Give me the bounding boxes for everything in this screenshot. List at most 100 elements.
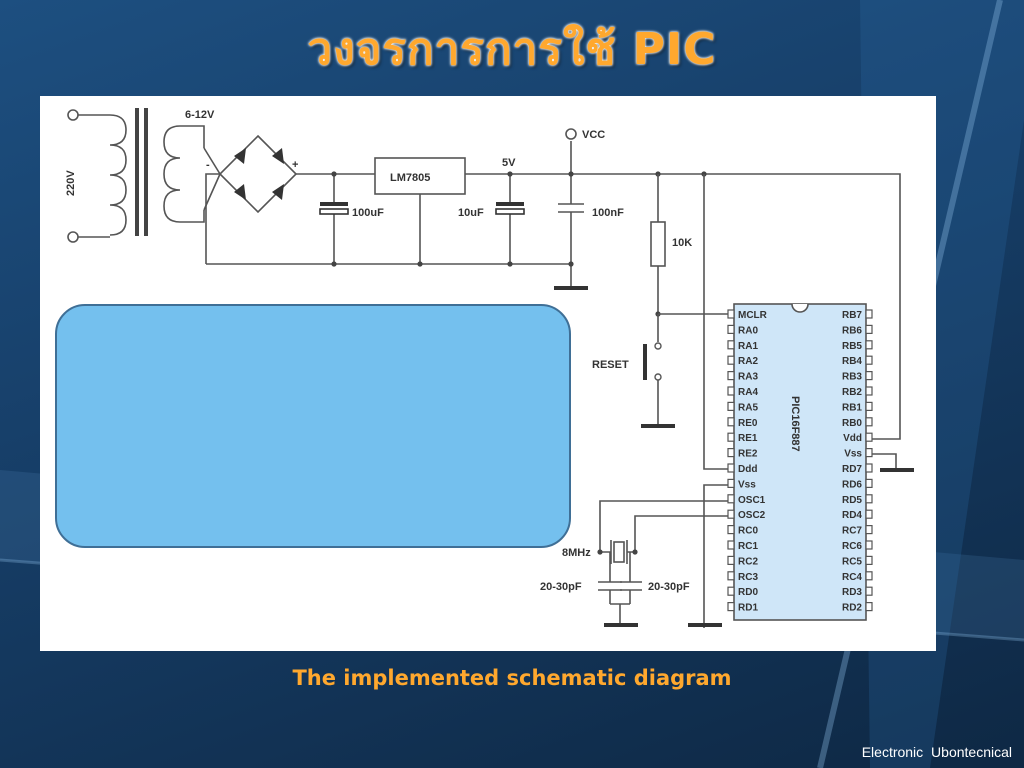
pin-label-left: RA0 [738, 325, 758, 336]
overlay-box [55, 304, 571, 548]
pin-stub-right [865, 309, 873, 319]
pin-stub-right [865, 340, 873, 350]
transformer-core [135, 108, 139, 236]
pin-label-right: RB5 [842, 341, 862, 352]
slide-title: วงจรการการใช้ PIC [307, 24, 717, 75]
pin-stub-right [865, 417, 873, 427]
pin-label-left: RD0 [738, 587, 758, 598]
resistor-label: 10K [672, 237, 692, 249]
pin-label-right: RC7 [842, 526, 862, 537]
mains-terminal-bottom [67, 231, 79, 243]
pin-stub-left [727, 340, 735, 350]
pin-label-right: RD2 [842, 603, 862, 614]
pin-label-left: RE2 [738, 449, 758, 460]
pin-stub-left [727, 417, 735, 427]
crystal-8MHz [613, 541, 625, 563]
pin-stub-right [865, 586, 873, 596]
pins-left: MCLRRA0RA1RA2RA3RA4RA5RE0RE1RE2DddVssOSC… [727, 309, 768, 614]
cap-right-label: 20-30pF [648, 581, 690, 593]
pin-label-right: RC5 [842, 556, 862, 567]
pin-stub-right [865, 432, 873, 442]
pin-label-right: RB4 [842, 356, 862, 367]
pin-stub-left [727, 586, 735, 596]
ground-supply [554, 286, 588, 290]
pin-stub-left [727, 525, 735, 535]
pins-right: RB7RB6RB5RB4RB3RB2RB1RB0VddVssRD7RD6RD5R… [842, 309, 873, 614]
pin-label-right: RB6 [842, 325, 862, 336]
pin-label-right: Vss [844, 449, 862, 460]
pin-stub-right [865, 386, 873, 396]
pin-stub-left [727, 432, 735, 442]
pin-stub-left [727, 478, 735, 488]
pin-label-left: MCLR [738, 310, 768, 321]
ground-vss [688, 623, 722, 627]
pin-stub-right [865, 448, 873, 458]
regulator-ic [374, 157, 466, 195]
pic-chip [733, 303, 867, 621]
pin-label-right: RB2 [842, 387, 862, 398]
pin-label-left: RA3 [738, 372, 758, 383]
pin-label-right: RD3 [842, 587, 862, 598]
pin-label-right: RB3 [842, 372, 862, 383]
pin-label-right: RB7 [842, 310, 862, 321]
capacitor-100uF [320, 202, 348, 206]
reset-switch [643, 344, 647, 380]
ground-osc [604, 623, 638, 627]
pin-label-left: RA5 [738, 402, 758, 413]
pin-stub-right [865, 571, 873, 581]
pin-stub-right [865, 525, 873, 535]
pin-stub-right [865, 494, 873, 504]
pin-label-right: RC6 [842, 541, 862, 552]
pin-stub-right [865, 602, 873, 612]
vcc-terminal [565, 128, 577, 140]
crystal-label: 8MHz [562, 547, 591, 559]
ground-right [880, 468, 914, 472]
regulator-label: LM7805 [390, 172, 430, 184]
mains-voltage-label: 220V [65, 170, 77, 196]
slide-caption: The implemented schematic diagram [292, 666, 732, 690]
ground-reset [641, 424, 675, 428]
pin-stub-left [727, 540, 735, 550]
pin-stub-left [727, 571, 735, 581]
cap-left-label: 20-30pF [540, 581, 582, 593]
pin-stub-left [727, 324, 735, 334]
cap2-label: 10uF [458, 207, 484, 219]
pin-label-right: RD4 [842, 510, 862, 521]
pin-stub-right [865, 324, 873, 334]
chip-name-label: PIC16F887 [789, 396, 801, 452]
pin-stub-left [727, 371, 735, 381]
pin-stub-left [727, 401, 735, 411]
regulator-output-label: 5V [502, 157, 516, 169]
cap1-label: 100uF [352, 207, 384, 219]
pin-stub-left [727, 386, 735, 396]
pin-label-right: RC4 [842, 572, 862, 583]
pin-label-left: RC1 [738, 541, 758, 552]
pin-stub-left [727, 355, 735, 365]
pin-label-left: RA1 [738, 341, 758, 352]
pin-stub-right [865, 401, 873, 411]
vcc-label: VCC [582, 129, 605, 141]
pin-label-left: RC3 [738, 572, 758, 583]
pin-stub-right [865, 463, 873, 473]
pin-label-right: RB1 [842, 402, 862, 413]
pin-stub-left [727, 555, 735, 565]
bridge-plus-label: + [292, 159, 298, 171]
pin-label-left: RE0 [738, 418, 758, 429]
cap3-label: 100nF [592, 207, 624, 219]
pin-stub-left [727, 494, 735, 504]
pin-label-left: RC2 [738, 556, 758, 567]
capacitor-osc-right [620, 581, 642, 591]
pin-label-right: RD6 [842, 479, 862, 490]
pin-label-right: RD7 [842, 464, 862, 475]
schematic-diagram: 220V 6-12V - + LM7805 5V 100uF 1 [65, 108, 914, 628]
pin-stub-left [727, 309, 735, 319]
pin-label-left: RC0 [738, 526, 758, 537]
schematic-panel: 220V 6-12V - + LM7805 5V 100uF 1 [40, 96, 936, 651]
bridge-rectifier [218, 134, 298, 214]
pin-label-left: OSC1 [738, 495, 766, 506]
pin-stub-right [865, 478, 873, 488]
pin-label-left: RE1 [738, 433, 758, 444]
pin-stub-left [727, 448, 735, 458]
pin-label-left: RA2 [738, 356, 758, 367]
pin-stub-left [727, 602, 735, 612]
